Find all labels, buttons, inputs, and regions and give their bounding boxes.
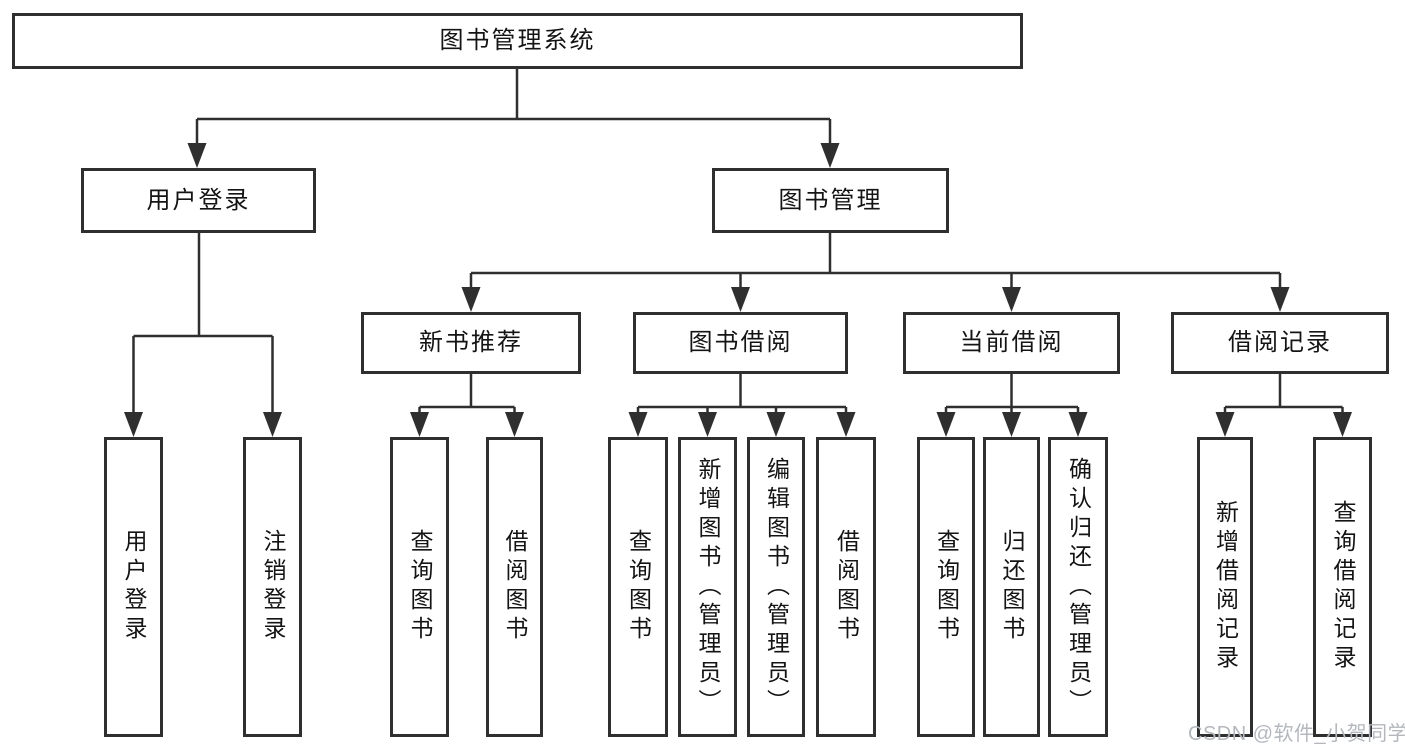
leaf-records-query-record: 查询借阅记录 xyxy=(1313,437,1372,737)
node-user-login: 用户登录 xyxy=(81,168,316,233)
node-book-management: 图书管理 xyxy=(712,168,949,233)
node-library-system: 图书管理系统 xyxy=(12,13,1023,69)
leaf-borrowing-borrow-books: 借阅图书 xyxy=(816,437,876,737)
node-book-borrowing: 图书借阅 xyxy=(633,312,848,374)
leaf-current-confirm-return-admin: 确认归还（管理员） xyxy=(1048,437,1108,737)
leaf-current-query-books: 查询图书 xyxy=(917,437,975,737)
leaf-logout: 注销登录 xyxy=(243,437,302,737)
leaf-borrowing-edit-books-admin: 编辑图书（管理员） xyxy=(747,437,805,737)
node-current-borrowing: 当前借阅 xyxy=(903,312,1120,374)
leaf-records-add-record: 新增借阅记录 xyxy=(1197,437,1253,737)
leaf-borrowing-add-books-admin: 新增图书（管理员） xyxy=(678,437,737,737)
node-borrowing-records: 借阅记录 xyxy=(1171,312,1389,374)
leaf-recommend-borrow-books: 借阅图书 xyxy=(486,437,543,737)
leaf-user-login: 用户登录 xyxy=(104,437,163,737)
watermark-text: CSDN @软件_小贺同学 xyxy=(1188,723,1405,745)
node-new-book-recommend: 新书推荐 xyxy=(361,312,581,374)
leaf-recommend-query-books: 查询图书 xyxy=(390,437,449,737)
leaf-current-return-books: 归还图书 xyxy=(983,437,1040,737)
leaf-borrowing-query-books: 查询图书 xyxy=(608,437,668,737)
